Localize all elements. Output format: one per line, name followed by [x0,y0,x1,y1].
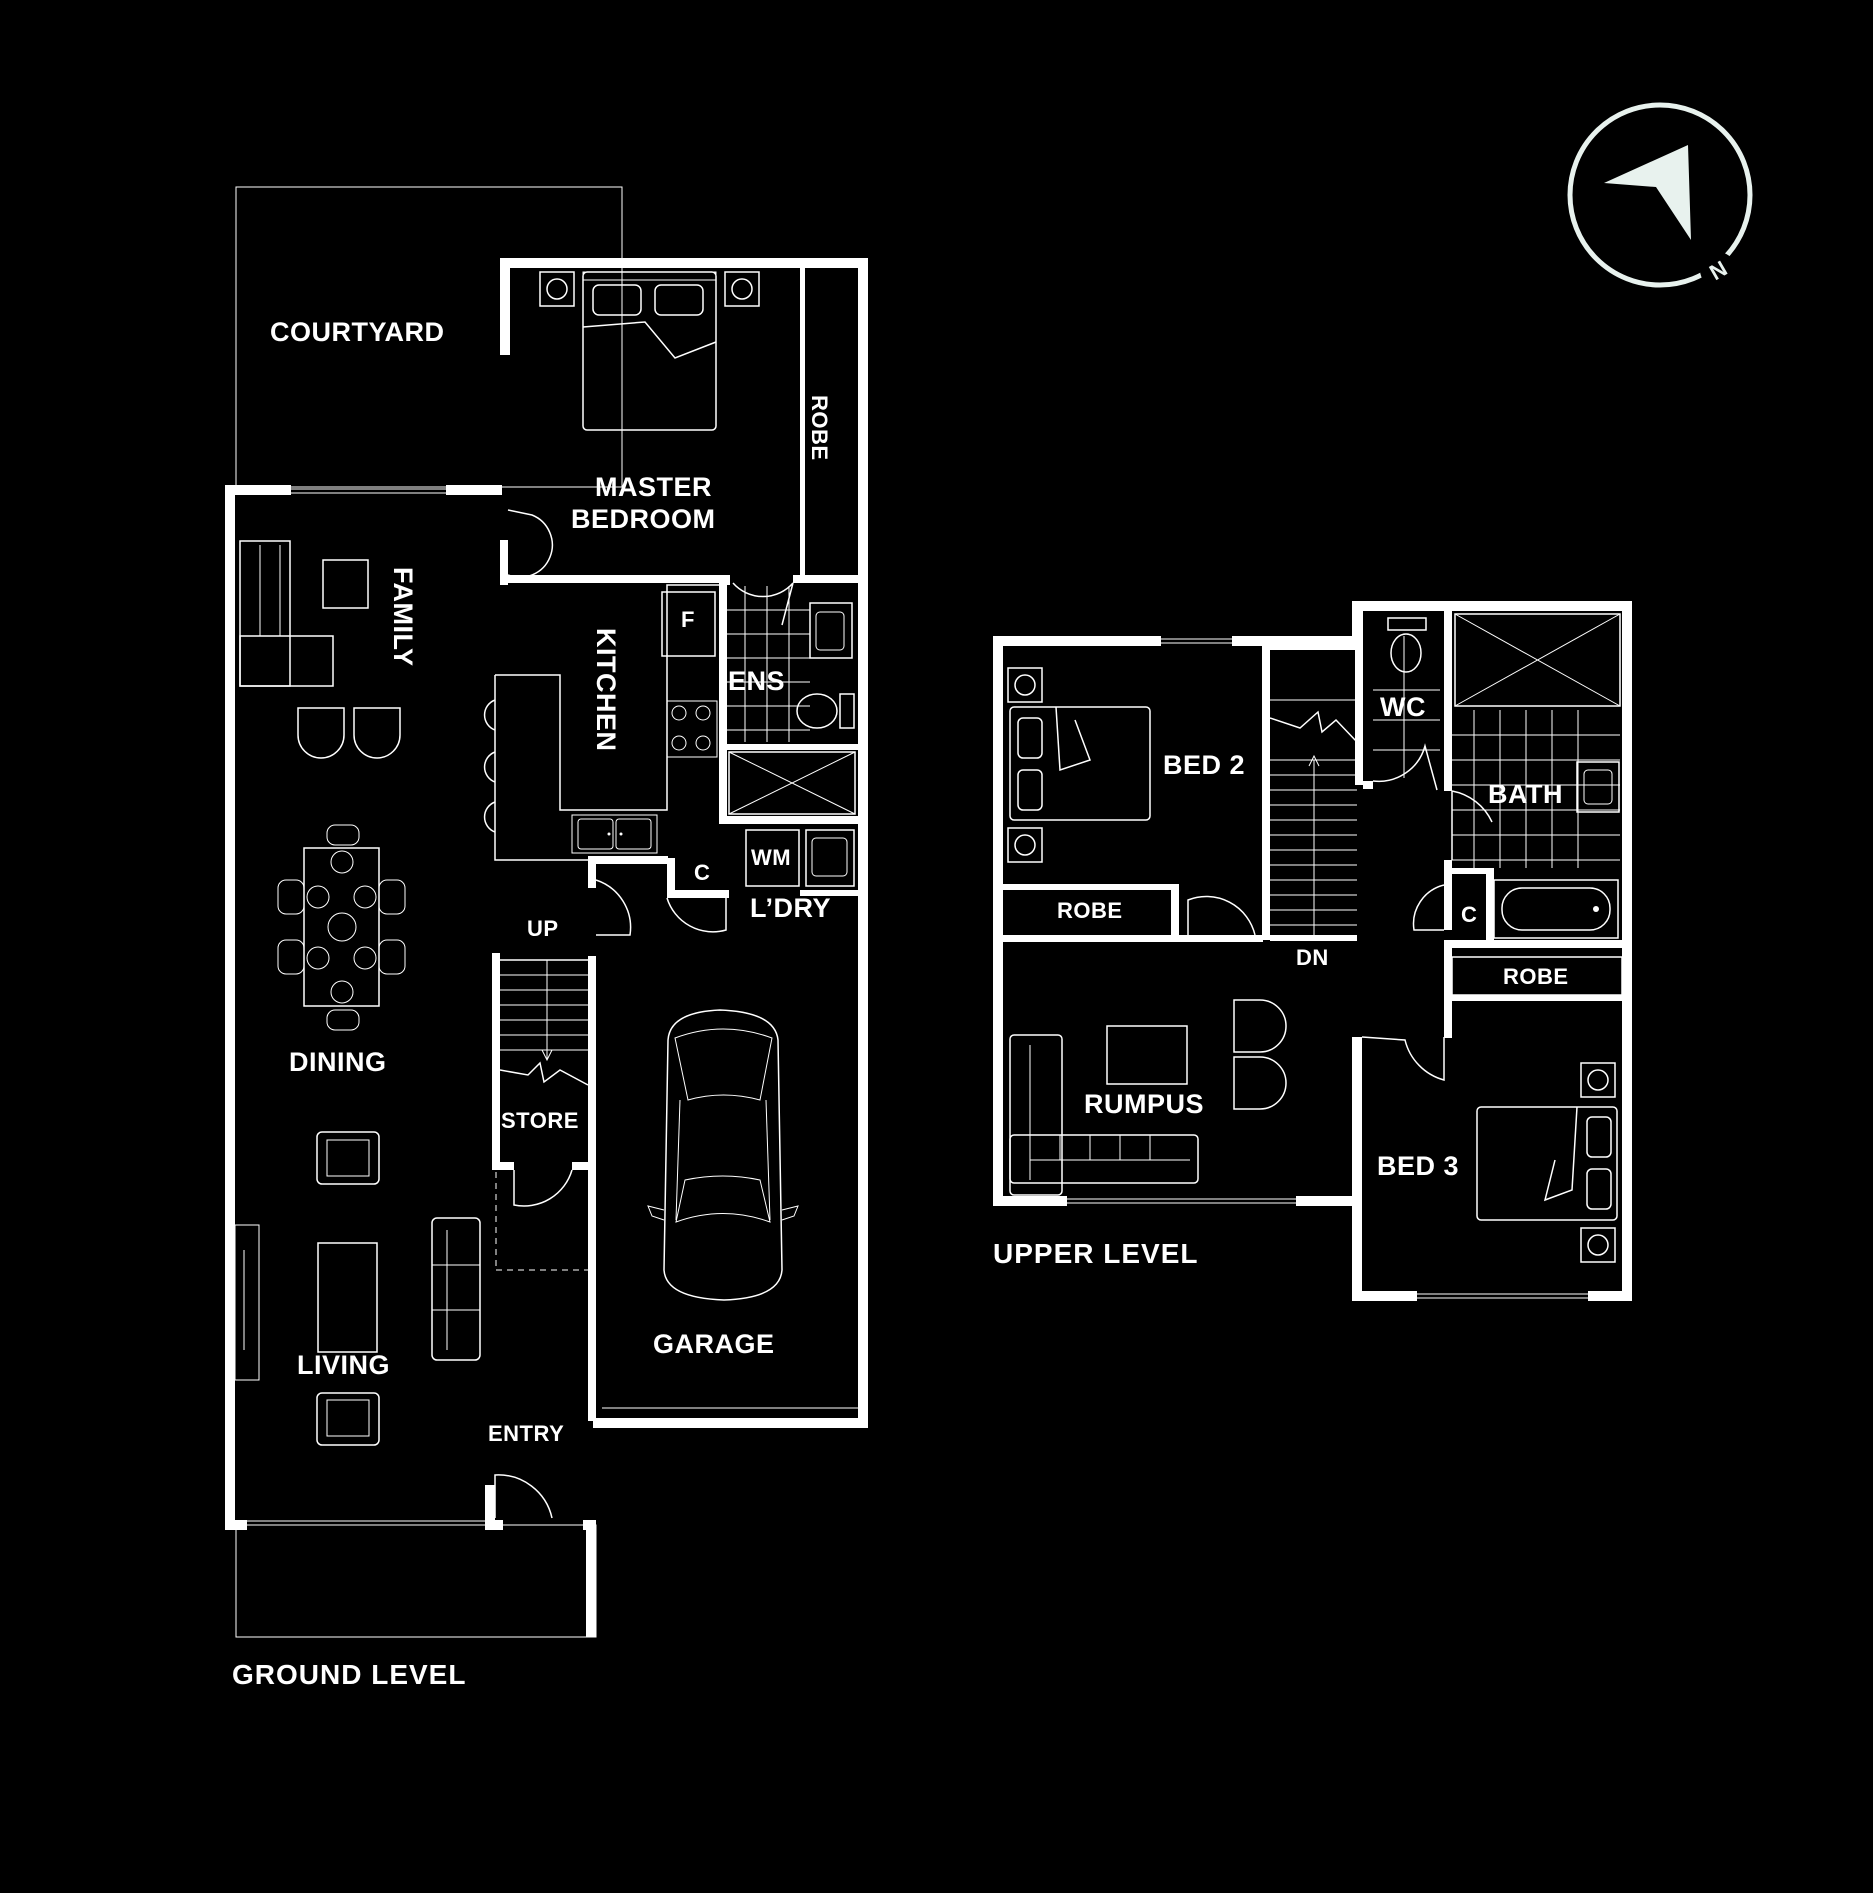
porch-outline [235,1524,597,1638]
rumpus-furniture [1009,999,1287,1196]
label-laundry: L’DRY [750,893,831,923]
label-bed3: BED 3 [1377,1151,1459,1181]
label-wm: WM [751,845,791,870]
ground-doors [494,509,794,1519]
label-courtyard: COURTYARD [270,317,445,347]
label-bath: BATH [1488,779,1563,809]
label-cupboard-upper: C [1461,902,1477,927]
car [647,1009,799,1301]
label-cupboard-ground: C [694,860,710,885]
master-bed [539,271,760,431]
label-master-line1: MASTER [595,472,712,502]
label-rumpus: RUMPUS [1084,1089,1204,1119]
upper-interior-walls [1003,611,1632,1038]
label-robe-master: ROBE [807,395,832,461]
label-ens: ENS [728,666,785,696]
label-dn: DN [1296,945,1329,970]
label-fridge: F [681,607,695,632]
label-garage: GARAGE [653,1329,775,1359]
ensuite-tiles [727,586,810,742]
ground-interior-walls [485,268,863,1530]
label-family: FAMILY [388,567,418,667]
label-master-line2: BEDROOM [571,504,716,534]
label-ground-level: GROUND LEVEL [232,1659,466,1690]
bed3-furniture [1476,1062,1618,1263]
ground-stairs [499,959,589,1086]
label-store: STORE [501,1108,579,1133]
compass-label-bg [1700,252,1736,288]
fridge-outline [661,591,716,657]
dining-set [277,824,406,1031]
upper-stairs [1269,699,1358,935]
label-robe-bed2: ROBE [1057,898,1123,923]
compass-ring [1567,102,1753,288]
label-bed2: BED 2 [1163,750,1245,780]
label-dining: DINING [289,1047,387,1077]
ground-level-plan: COURTYARD MASTER BEDROOM ROBE FAMILY KIT… [225,186,868,1690]
compass: N [1567,102,1753,288]
bath-tiles [1373,636,1620,868]
label-entry: ENTRY [488,1421,564,1446]
courtyard-outline [235,186,623,488]
bed2-furniture [1007,667,1151,863]
ground-exterior-walls [225,258,868,1637]
label-upper-level: UPPER LEVEL [993,1238,1198,1269]
family-sofa [239,540,369,687]
label-wc: WC [1380,692,1426,722]
upper-level-plan: BED 2 ROBE WC BATH C DN ROBE RUMPUS BED … [993,601,1632,1301]
north-arrow-icon [1604,145,1691,240]
label-up: UP [527,916,559,941]
label-kitchen: KITCHEN [591,628,621,752]
label-robe-bed3: ROBE [1503,964,1569,989]
label-living: LIVING [297,1350,390,1380]
